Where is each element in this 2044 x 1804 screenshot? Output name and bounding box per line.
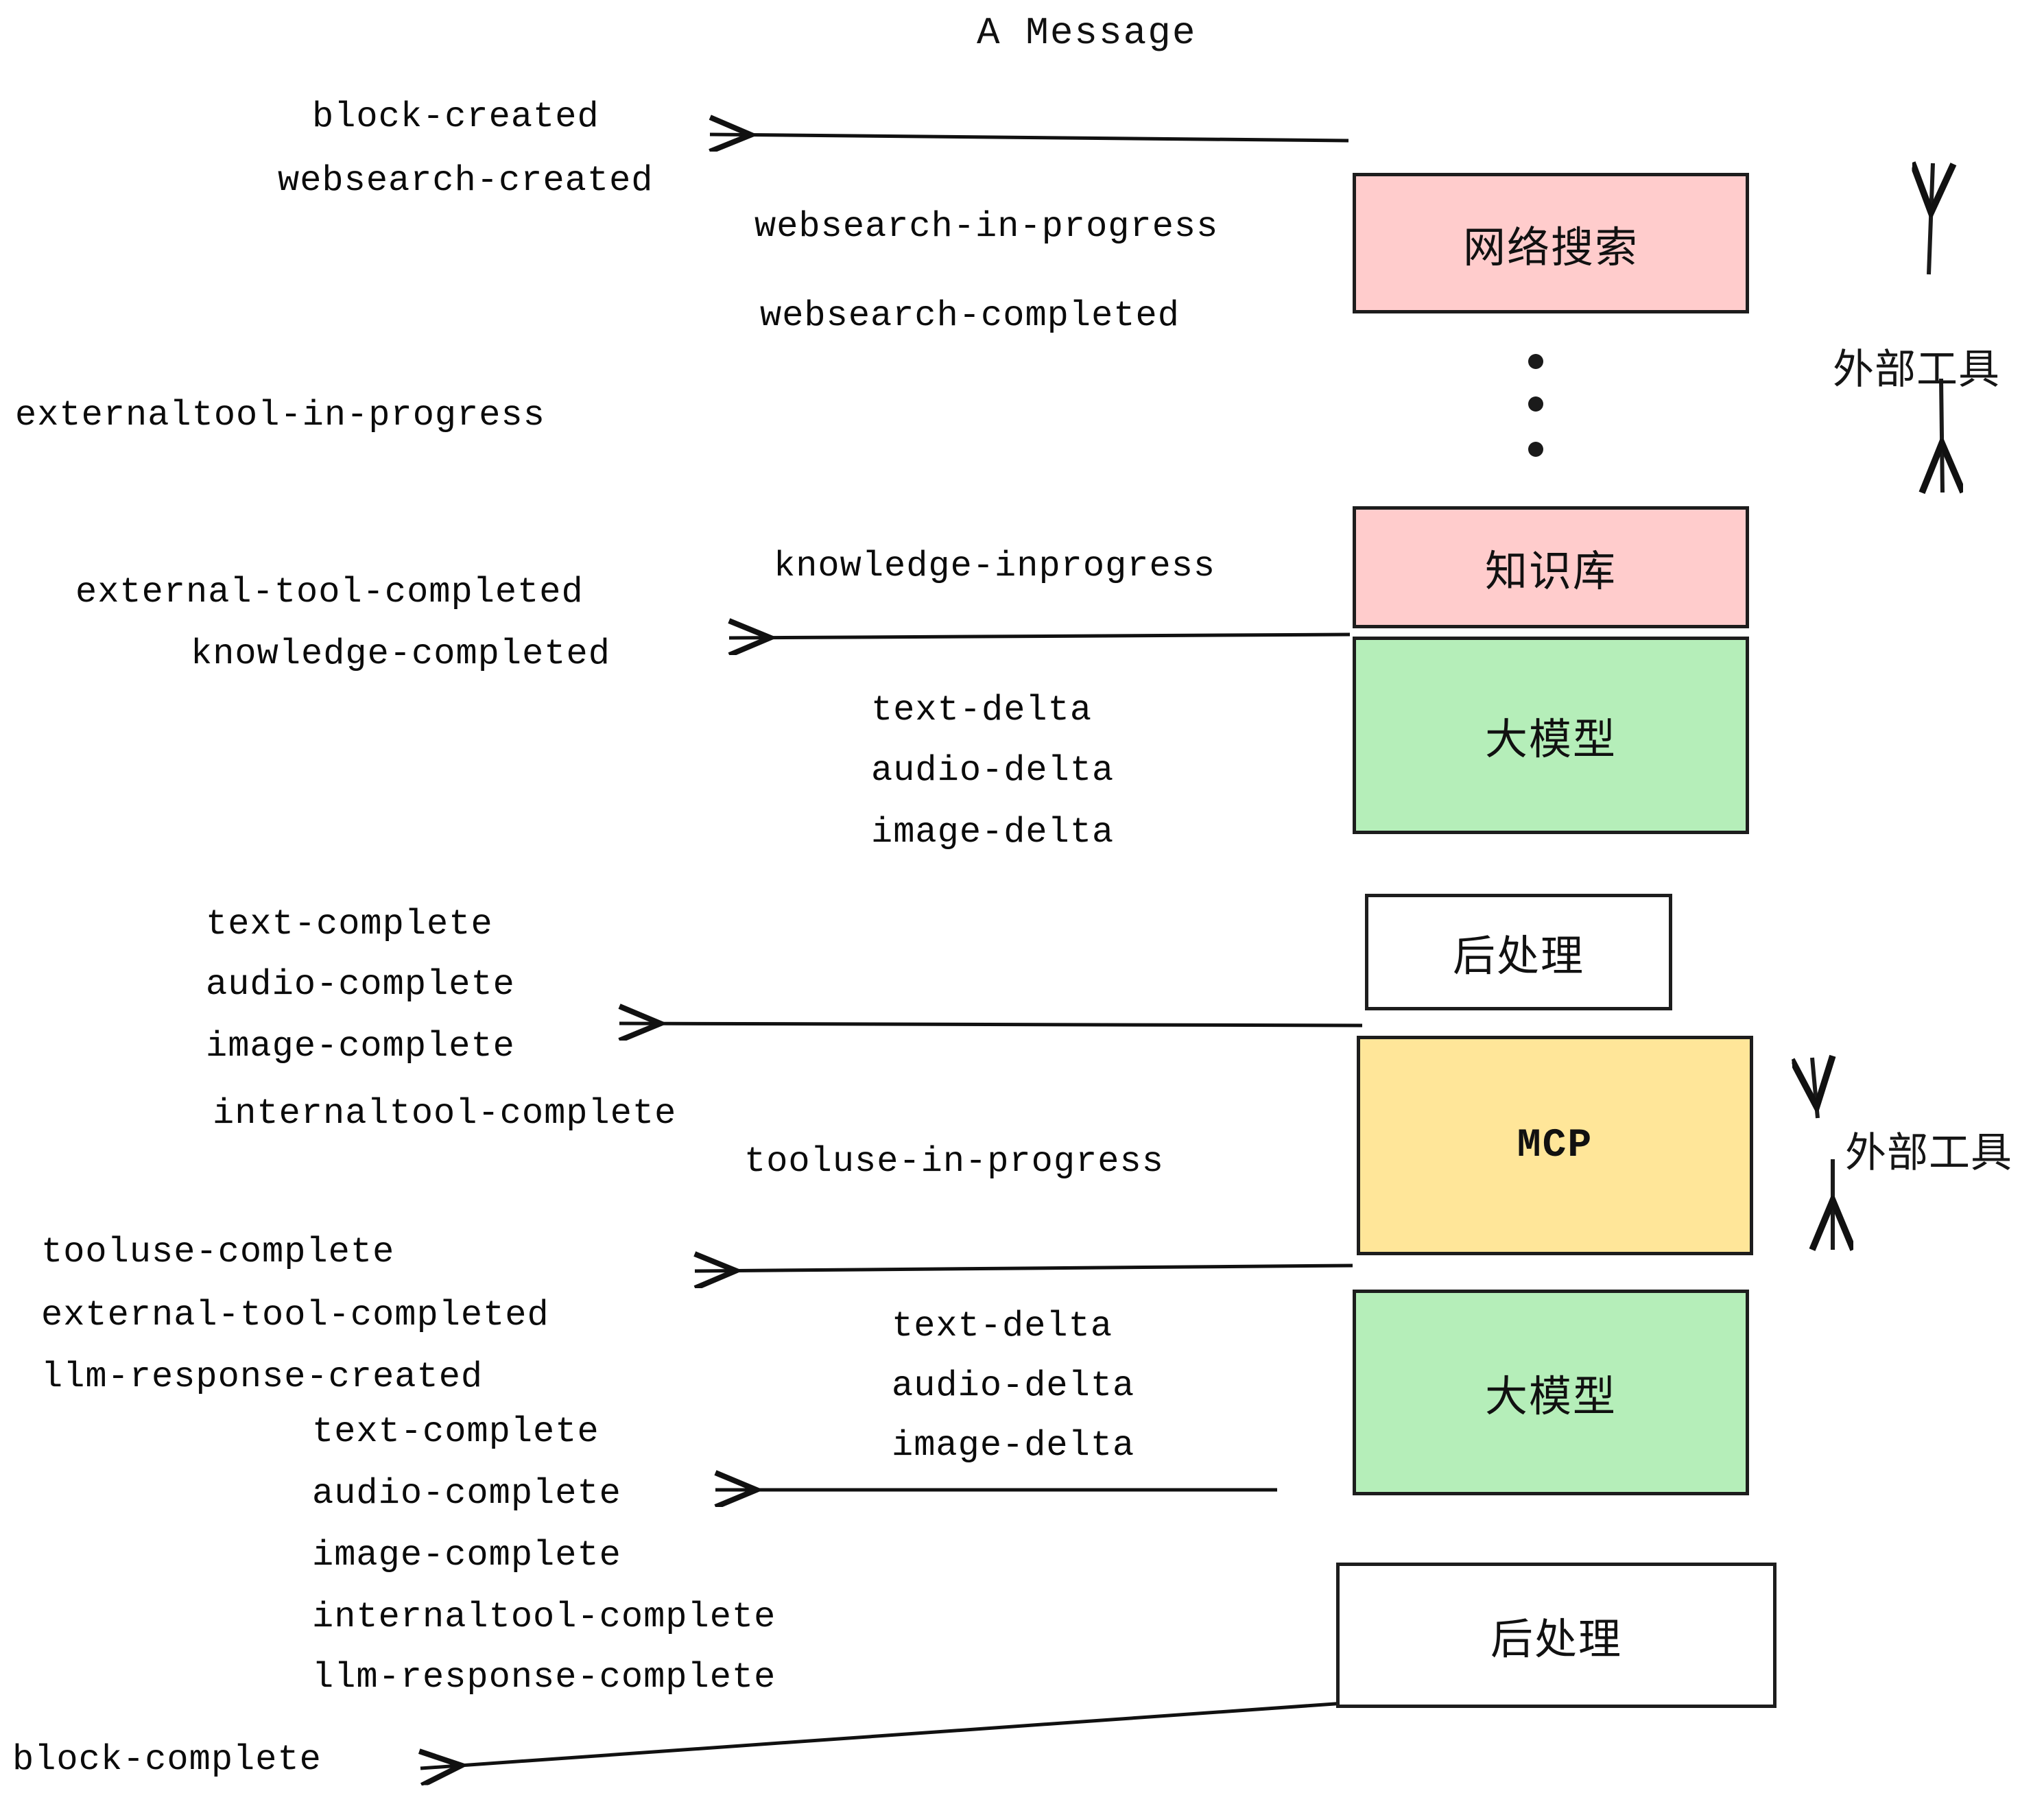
arrow-knowledge-to-events: [729, 634, 1351, 638]
ellipsis-dot-icon: [1528, 354, 1543, 369]
arrow-websearch-to-events: [710, 134, 1349, 141]
event-label: llm-response-created: [41, 1357, 484, 1397]
event-label: image-complete: [206, 1026, 515, 1067]
event-label: image-delta: [892, 1425, 1135, 1466]
page-title: A Message: [977, 11, 1197, 55]
event-label: websearch-created: [278, 161, 654, 201]
external-tools-arrow-up-1: [1929, 163, 1933, 275]
stage-box: 知识库: [1353, 506, 1749, 628]
stage-box: 网络搜索: [1353, 173, 1749, 313]
event-label: block-created: [312, 97, 599, 137]
external-tools-arrow-up-2: [1812, 1058, 1818, 1119]
stage-box: 大模型: [1353, 1290, 1749, 1495]
event-label: audio-delta: [871, 750, 1115, 791]
event-label: tooluse-in-progress: [744, 1141, 1164, 1182]
event-label: websearch-completed: [760, 296, 1180, 336]
event-label: external-tool-completed: [75, 572, 584, 613]
ellipsis-dot-icon: [1528, 442, 1543, 457]
event-label: externaltool-in-progress: [15, 395, 545, 436]
stage-box: 大模型: [1353, 637, 1749, 834]
event-label: text-delta: [892, 1306, 1113, 1346]
external-tool-label: 外部工具: [1845, 1130, 2012, 1176]
event-label: audio-complete: [312, 1473, 621, 1514]
stage-box: 后处理: [1336, 1563, 1776, 1708]
event-label: image-delta: [871, 812, 1115, 853]
arrow-mcp-to-events: [695, 1266, 1353, 1271]
event-label: image-complete: [312, 1535, 621, 1576]
event-label: knowledge-inprogress: [774, 546, 1216, 586]
stage-box: 后处理: [1365, 894, 1672, 1010]
event-label: text-complete: [206, 904, 493, 945]
arrow-postprocess-to-events: [619, 1023, 1363, 1025]
event-label: internaltool-complete: [213, 1093, 677, 1134]
event-label: internaltool-complete: [312, 1597, 776, 1637]
stage-box: MCP: [1357, 1036, 1753, 1255]
external-tool-label: 外部工具: [1833, 346, 2000, 392]
event-label: knowledge-completed: [191, 634, 610, 674]
event-label: text-delta: [871, 690, 1093, 731]
event-label: audio-delta: [892, 1366, 1135, 1406]
event-label: llm-response-complete: [312, 1657, 776, 1698]
event-label: audio-complete: [206, 964, 515, 1005]
event-label: external-tool-completed: [41, 1295, 549, 1336]
arrow-postprocess-to-block-complete: [420, 1701, 1345, 1768]
event-label: tooluse-complete: [41, 1232, 395, 1272]
event-label: websearch-in-progress: [754, 206, 1219, 247]
event-label: text-complete: [312, 1412, 599, 1452]
ellipsis-dot-icon: [1528, 396, 1543, 412]
event-label: block-complete: [12, 1740, 322, 1780]
